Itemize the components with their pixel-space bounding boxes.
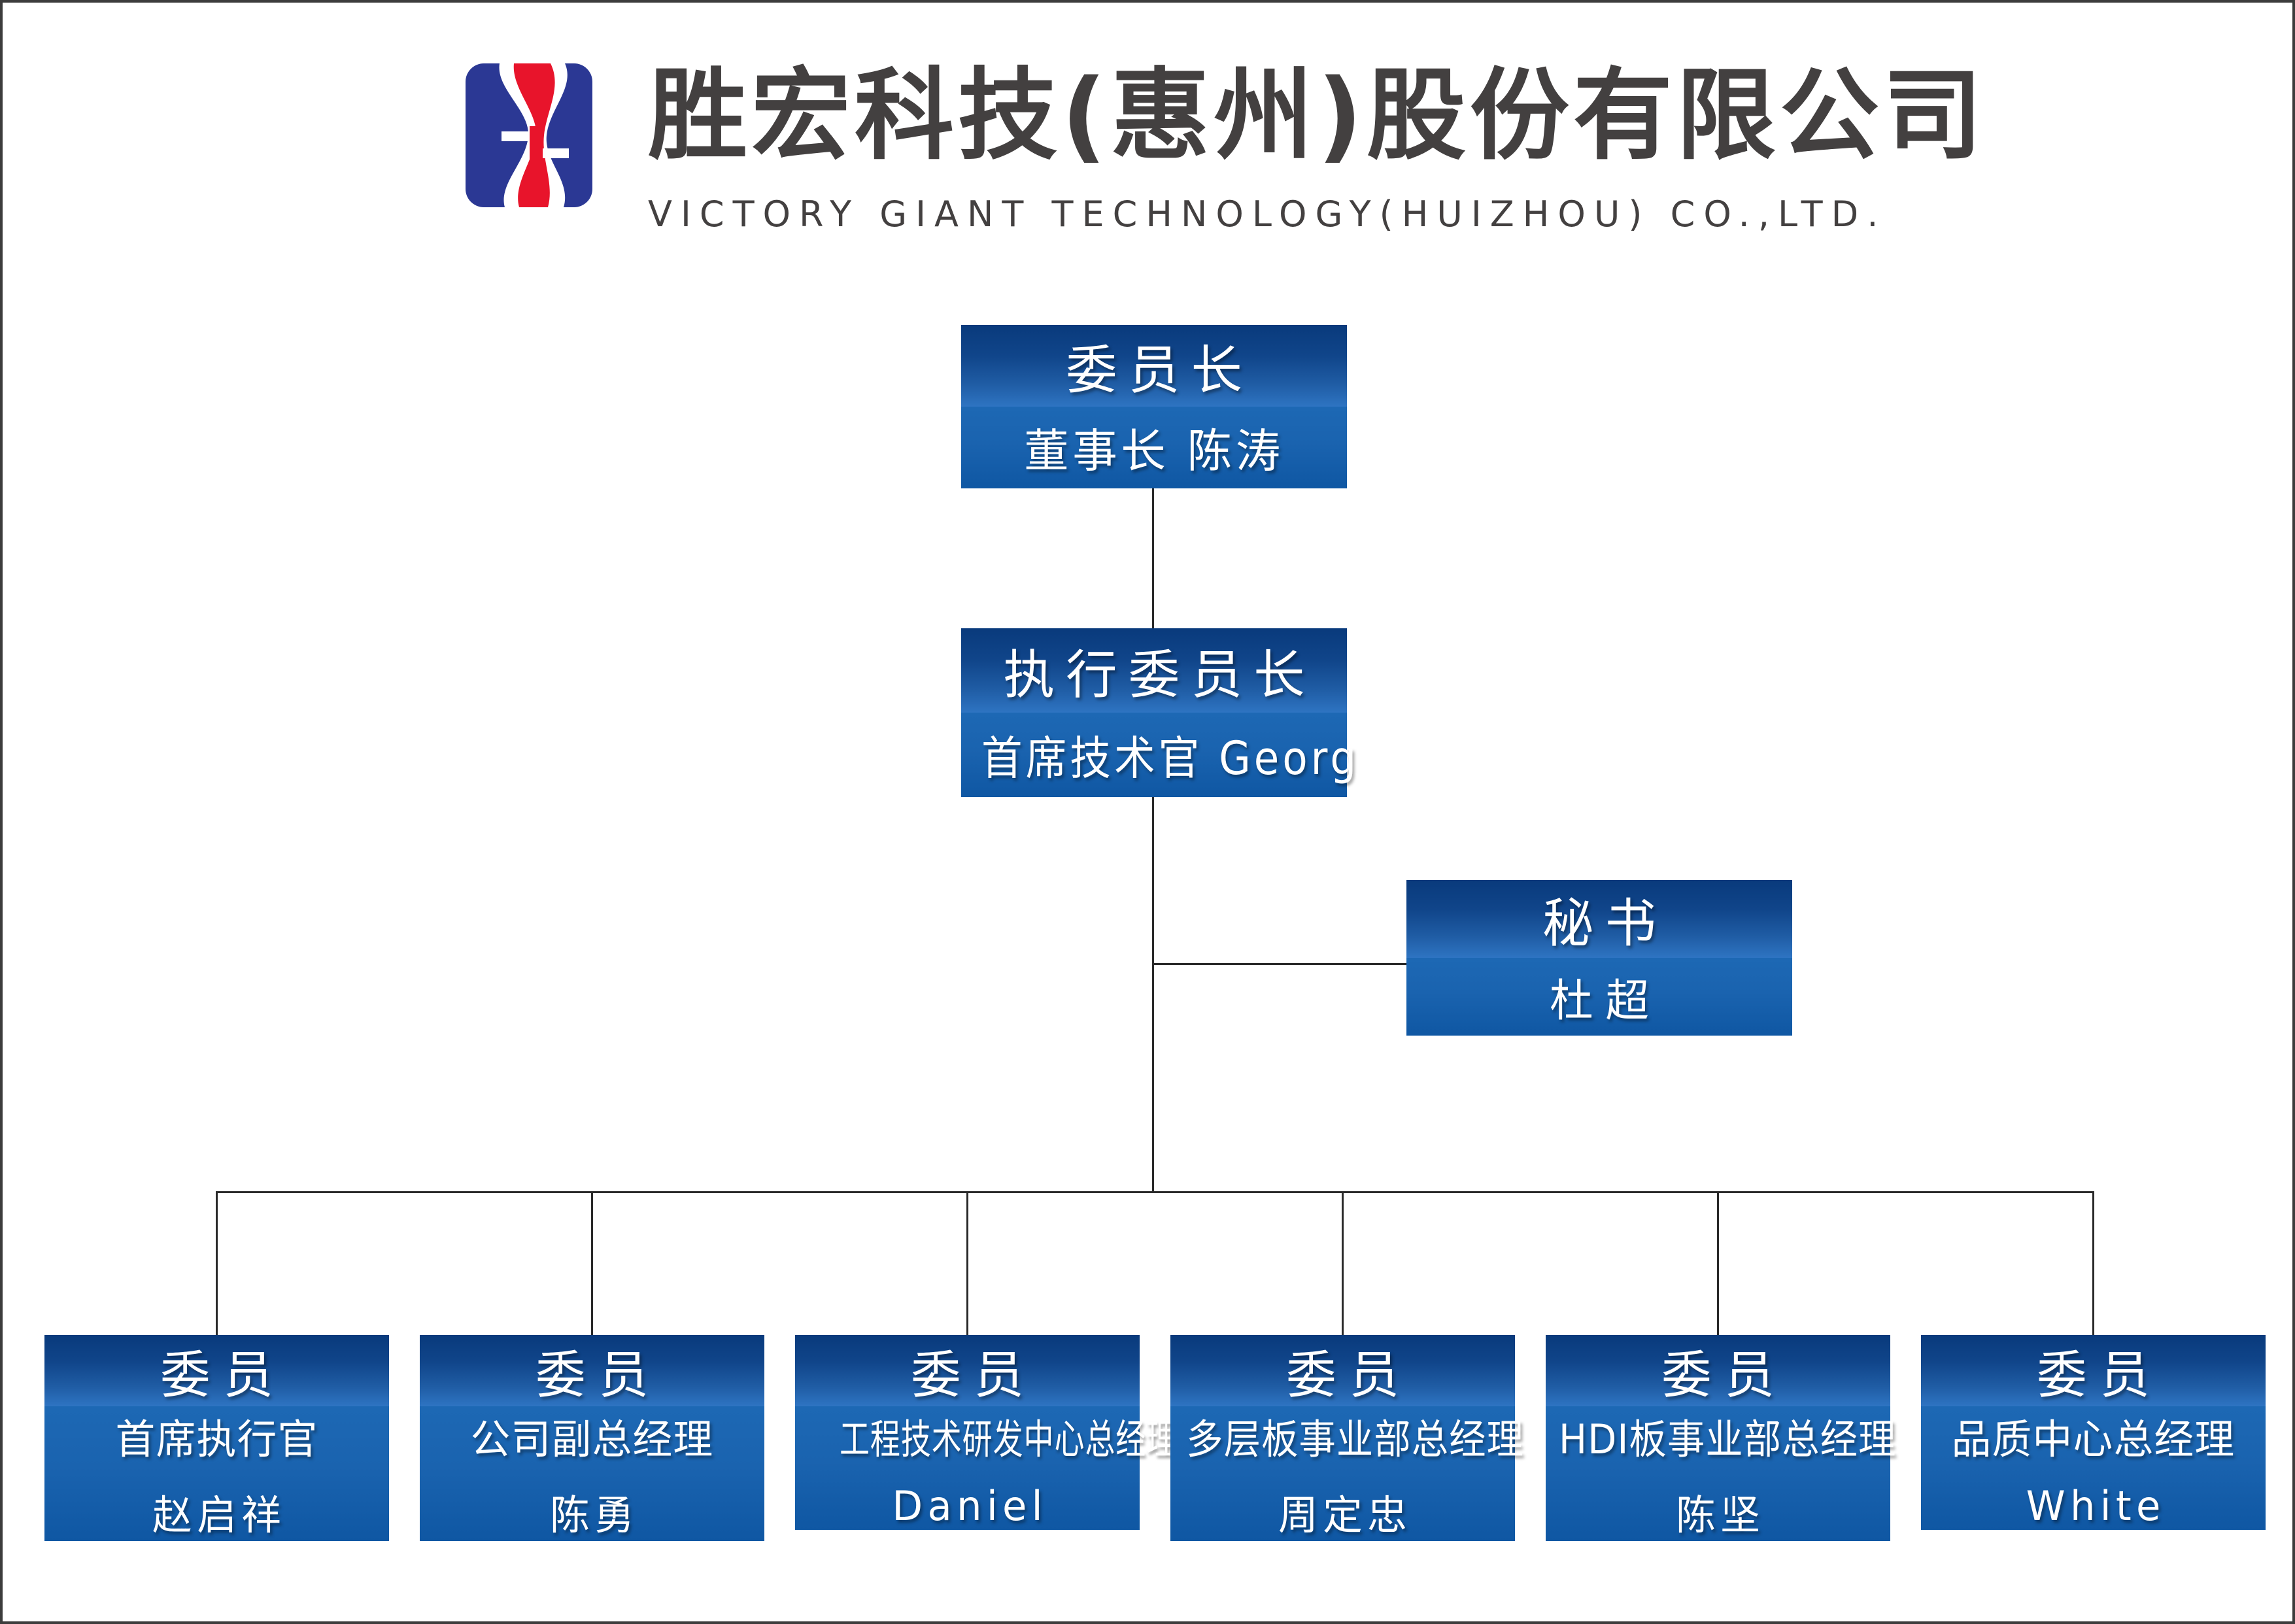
company-logo-icon: [466, 63, 592, 207]
node-title: 执行委员长: [1003, 644, 1316, 705]
org-node-member-hdi-div: 委员 HDI板事业部总经理 陈坚: [1546, 1335, 1897, 1542]
connector-drop-member-4: [1342, 1191, 1344, 1335]
connector-drop-member-3: [966, 1191, 968, 1335]
node-title: 委员: [2037, 1345, 2163, 1405]
org-node-member-rd-center: 委员 工程技术研发中心总经理 Daniel: [795, 1335, 1178, 1531]
member-role: 工程技术研发中心总经理: [839, 1415, 1178, 1464]
connector-exec-trunk: [1152, 797, 1154, 1193]
company-title-en: VICTORY GIANT TECHNOLOGY(HUIZHOU) CO.,LT…: [648, 194, 1887, 235]
node-title: 委员: [160, 1345, 286, 1405]
connector-drop-member-6: [2092, 1191, 2094, 1335]
member-role: 品质中心总经理: [1951, 1415, 2236, 1464]
connector-drop-member-1: [216, 1191, 218, 1335]
connector-to-secretary: [1152, 963, 1407, 965]
node-subtitle: 董事长 陈涛: [1024, 424, 1284, 478]
company-title-cn: 胜宏科技(惠州)股份有限公司: [648, 58, 1986, 173]
member-role: 公司副总经理: [470, 1415, 714, 1464]
member-name: 陈坚: [1676, 1491, 1765, 1540]
org-node-executive-chairman: 执行委员长 首席技术官 Georg: [961, 628, 1360, 797]
node-title: 秘书: [1542, 892, 1668, 954]
member-name: 周定忠: [1278, 1491, 1412, 1540]
org-node-member-ceo: 委员 首席执行官 赵启祥: [44, 1335, 389, 1542]
node-subtitle: 首席技术官 Georg: [981, 732, 1360, 785]
member-name: 赵启祥: [152, 1491, 286, 1540]
org-node-member-quality-center: 委员 品质中心总经理 White: [1921, 1335, 2266, 1531]
member-name: Daniel: [892, 1482, 1047, 1531]
node-title: 委员: [1286, 1345, 1412, 1405]
org-node-member-deputy-gm: 委员 公司副总经理 陈勇: [420, 1335, 764, 1542]
node-title: 委员: [911, 1345, 1037, 1405]
connector-drop-member-2: [591, 1191, 593, 1335]
connector-members-rail: [216, 1191, 2094, 1193]
connector-drop-member-5: [1717, 1191, 1719, 1335]
org-node-member-multilayer-div: 委员 多层板事业部总经理 周定忠: [1170, 1335, 1525, 1542]
node-title: 委员: [1661, 1345, 1788, 1405]
node-title: 委员: [536, 1345, 662, 1405]
node-subtitle: 杜超: [1550, 975, 1661, 1027]
org-node-chairman: 委员长 董事长 陈涛: [961, 325, 1347, 488]
member-role: 多层板事业部总经理: [1186, 1415, 1525, 1464]
connector-root-to-exec: [1152, 488, 1154, 630]
member-name: 陈勇: [550, 1491, 639, 1540]
member-role: 首席执行官: [115, 1415, 318, 1464]
company-header: 胜宏科技(惠州)股份有限公司 VICTORY GIANT TECHNOLOGY(…: [648, 58, 1986, 235]
org-node-secretary: 秘书 杜超: [1406, 880, 1792, 1036]
member-role: HDI板事业部总经理: [1559, 1415, 1897, 1464]
member-name: White: [2026, 1482, 2166, 1531]
node-title: 委员长: [1066, 339, 1254, 401]
